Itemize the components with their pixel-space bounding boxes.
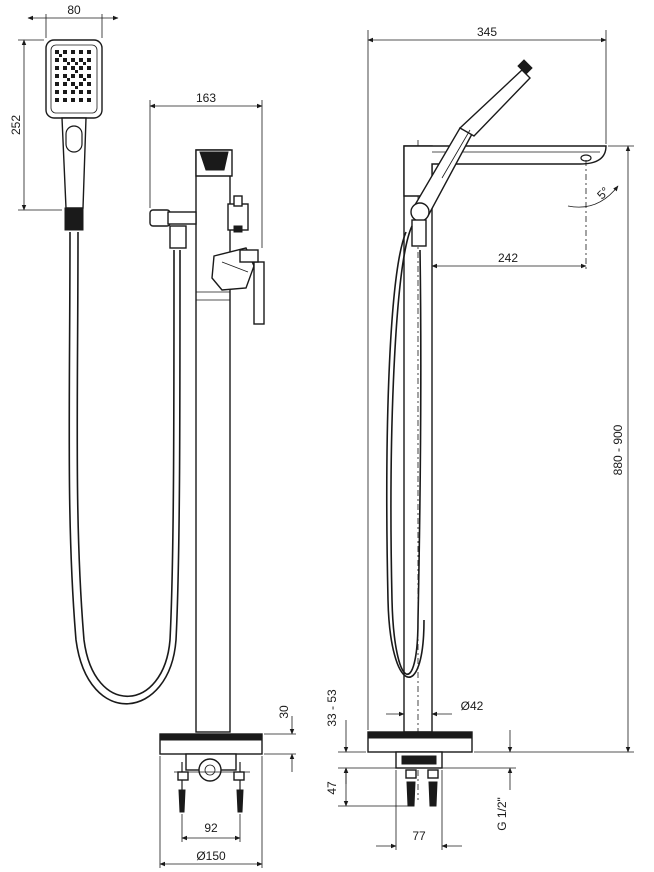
shower-hose: [68, 231, 181, 705]
side-base: [367, 731, 473, 753]
dimension-lines-front: [18, 14, 296, 868]
hand-shower-handle: [61, 117, 87, 231]
label-base-diameter: Ø150: [196, 849, 226, 863]
hand-shower-head: [45, 39, 103, 119]
label-rough-in-depth: 33 - 53: [325, 689, 339, 727]
dimension-lines-side: [338, 30, 634, 850]
label-connector-width: 77: [412, 829, 426, 843]
base-plate: [159, 733, 263, 755]
label-spout-reach: 242: [498, 251, 518, 265]
label-total-depth: 345: [477, 25, 497, 39]
label-mount-height: 47: [325, 781, 339, 795]
side-connector: [338, 751, 516, 807]
spray-nozzles: [55, 50, 91, 102]
label-column-diameter: Ø42: [461, 699, 484, 713]
hand-shower-holder: [149, 195, 249, 249]
label-handshower-width: 80: [67, 3, 81, 17]
label-handshower-height: 252: [9, 115, 23, 135]
label-fixing-spacing: 92: [204, 821, 218, 835]
side-hose: [390, 225, 422, 676]
label-connection-thread: G 1/2": [495, 797, 509, 831]
label-total-height: 880 - 900: [611, 424, 625, 475]
front-view: [18, 14, 296, 868]
label-base-height: 30: [277, 705, 291, 719]
label-mixer-projection: 163: [196, 91, 216, 105]
mixer-column: [195, 149, 233, 733]
floor-fixing: [174, 753, 250, 813]
mixer-lever: [211, 247, 265, 325]
side-view: [338, 30, 634, 850]
dimension-labels: 80 252 163 345 242 5° 880 - 900 30 33 - …: [9, 3, 625, 863]
side-hand-shower: [410, 59, 533, 247]
label-spout-angle: 5°: [594, 184, 612, 202]
